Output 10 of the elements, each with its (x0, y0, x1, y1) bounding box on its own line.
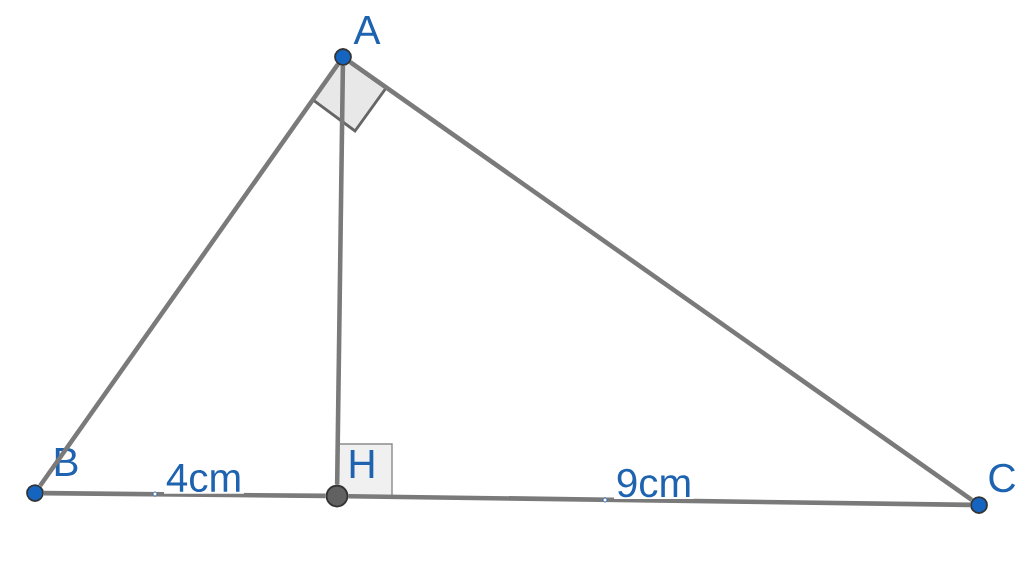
line-segment (348, 493, 971, 508)
length-label: 4cm (166, 463, 240, 493)
point-label: H (350, 450, 374, 478)
point-label: C (989, 463, 1016, 493)
line-segment (43, 490, 326, 499)
line-segment (38, 62, 340, 488)
point-label: A (353, 16, 381, 44)
line-segment (348, 60, 974, 502)
length-label: 9cm (617, 468, 690, 498)
line-segment (334, 65, 346, 485)
